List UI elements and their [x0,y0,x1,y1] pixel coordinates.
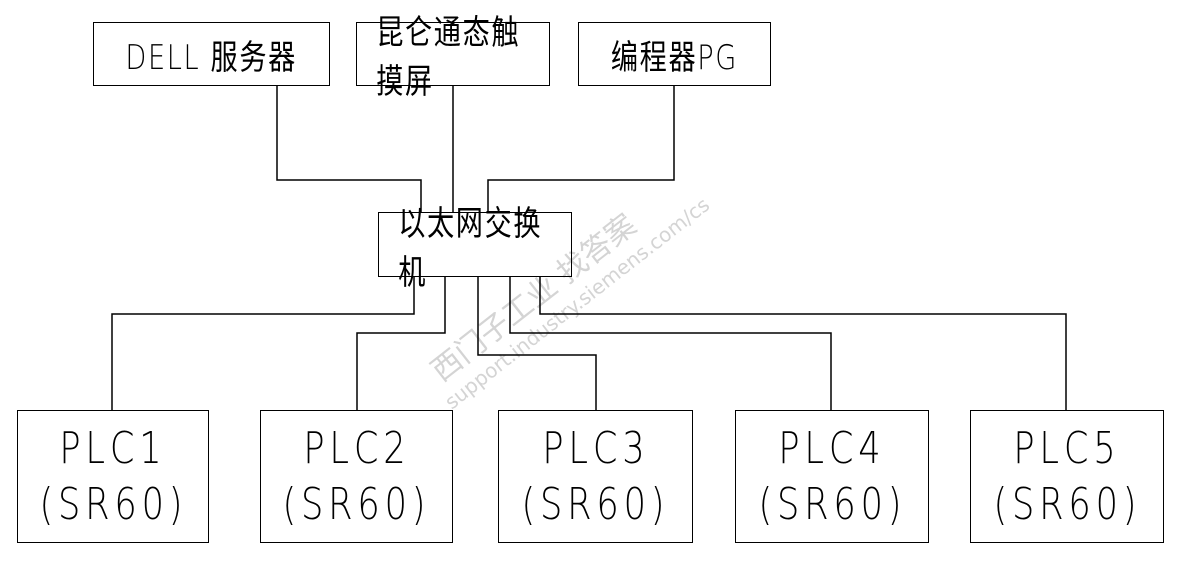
programmer-label: 编程器PG [610,37,739,78]
link-switch-plc4 [509,276,832,410]
plc1-node: PLC1(SR60) [17,410,209,543]
plc-name: PLC3 [541,422,649,474]
plc-model: (SR60) [39,478,187,530]
link-server-switch [276,85,422,212]
plc4-node: PLC4(SR60) [735,410,929,543]
server-label: DELL 服务器 [125,37,298,78]
link-pg-switch [487,85,675,212]
plc-name: PLC2 [302,422,410,474]
link-switch-plc5 [539,276,1067,410]
plc-model: (SR60) [993,478,1141,530]
switch-label: 以太网交换机 [398,203,543,293]
plc3-node: PLC3(SR60) [498,410,693,543]
plc-model: (SR60) [282,478,431,530]
link-switch-plc3 [477,276,597,410]
link-switch-plc1 [111,276,415,410]
plc5-node: PLC5(SR60) [970,410,1164,543]
plc-model: (SR60) [758,478,906,530]
plc2-node: PLC2(SR60) [260,410,453,543]
link-switch-plc2 [356,276,446,410]
plc-name: PLC4 [778,422,886,474]
hmi-node: 昆仑通态触摸屏 [356,13,550,102]
plc-name: PLC5 [1013,422,1121,474]
programmer-node: 编程器PG [578,22,771,86]
switch-node: 以太网交换机 [378,204,572,293]
hmi-label: 昆仑通态触摸屏 [376,13,521,102]
server-node: DELL 服务器 [93,22,330,86]
plc-model: (SR60) [521,478,670,530]
plc-name: PLC1 [59,422,167,474]
